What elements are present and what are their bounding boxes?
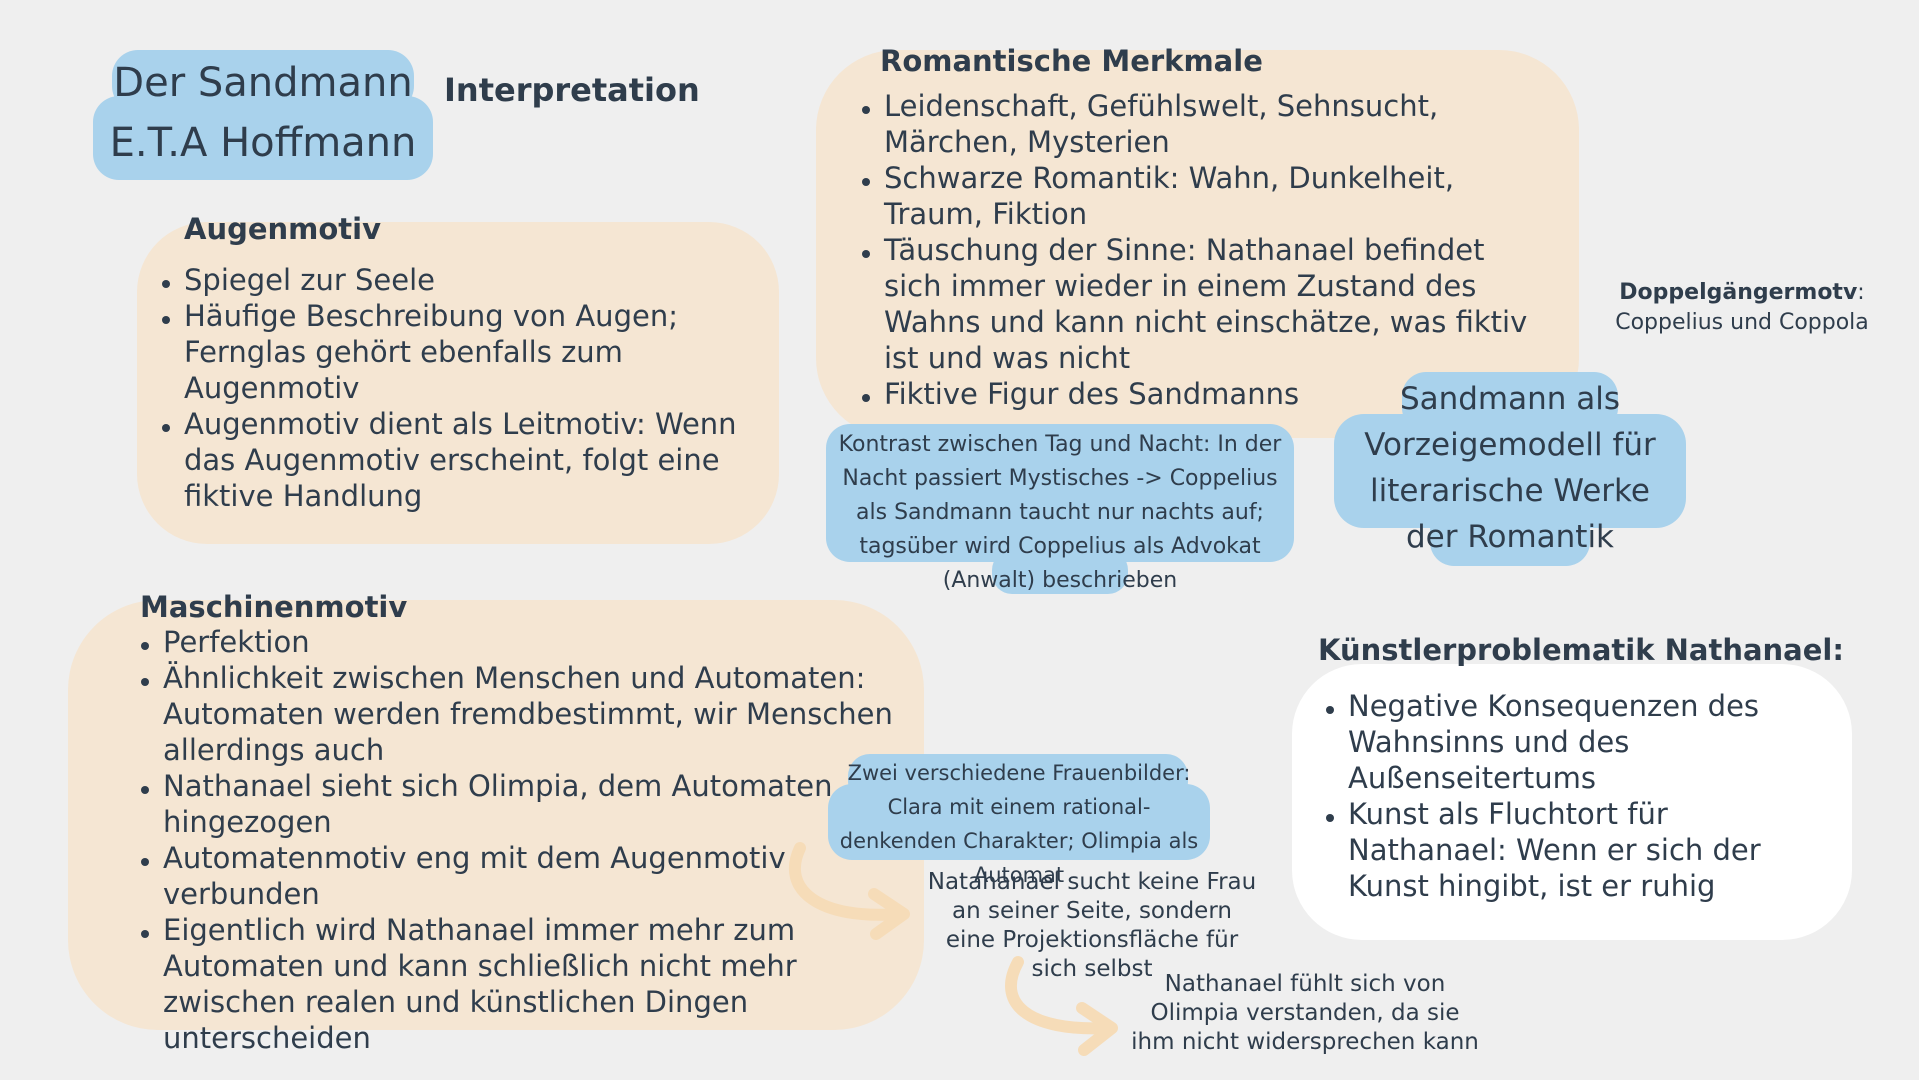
list-item: Negative Konsequenzen des Wahnsinns und … bbox=[1322, 688, 1832, 796]
arrow-1-icon bbox=[789, 842, 910, 940]
list-item: Perfektion bbox=[137, 624, 897, 660]
romantik-heading: Romantische Merkmale bbox=[880, 44, 1263, 78]
list-item: Leidenschaft, Gefühlswelt, Sehnsucht, Mä… bbox=[858, 88, 1548, 160]
augenmotiv-card bbox=[137, 222, 779, 544]
list-item: Nathanael sieht sich Olimpia, dem Automa… bbox=[137, 768, 897, 840]
kuenstler-heading: Künstlerproblematik Nathanael: bbox=[1318, 633, 1844, 667]
list-item: Ähnlichkeit zwischen Menschen und Automa… bbox=[137, 660, 897, 768]
augenmotiv-list: Spiegel zur Seele Häufige Beschreibung v… bbox=[158, 262, 778, 514]
doppelgaenger-label: Doppelgängermotv bbox=[1619, 280, 1858, 305]
list-item: Eigentlich wird Nathanael immer mehr zum… bbox=[137, 912, 897, 1056]
doppelgaenger-text: Coppelius und Coppola bbox=[1615, 310, 1869, 335]
list-item: Schwarze Romantik: Wahn, Dunkelheit, Tra… bbox=[858, 160, 1548, 232]
projektion-text: Natahanael sucht keine Frau an seiner Se… bbox=[927, 869, 1257, 982]
kontrast-text: Kontrast zwischen Tag und Nacht: In der … bbox=[838, 432, 1282, 593]
romantik-list: Leidenschaft, Gefühlswelt, Sehnsucht, Mä… bbox=[858, 88, 1548, 412]
frauenbilder-text: Zwei verschiedene Frauenbilder: Clara mi… bbox=[839, 761, 1199, 887]
kontrast-box-tail bbox=[992, 550, 1128, 594]
kuenstler-list: Negative Konsequenzen des Wahnsinns und … bbox=[1322, 688, 1832, 904]
vorzeige-text: Sandmann als Vorzeigemodell für literari… bbox=[1364, 381, 1656, 555]
list-item: Augenmotiv dient als Leitmotiv: Wenn das… bbox=[158, 406, 778, 514]
kontrast-box bbox=[826, 424, 1294, 562]
maschinenmotiv-heading: Maschinenmotiv bbox=[140, 590, 408, 624]
maschinenmotiv-card bbox=[68, 600, 924, 1030]
kuenstler-card bbox=[1292, 664, 1852, 940]
augenmotiv-heading: Augenmotiv bbox=[184, 212, 382, 246]
list-item: Automatenmotiv eng mit dem Augenmotiv ve… bbox=[137, 840, 897, 912]
doppelgaenger-note: Doppelgängermotv: Coppelius und Coppola bbox=[1612, 278, 1872, 338]
title-line-2: E.T.A Hoffmann bbox=[109, 120, 417, 166]
subtitle: Interpretation bbox=[444, 71, 700, 109]
vorzeige-box-bottom bbox=[1430, 506, 1590, 566]
doppelgaenger-colon: : bbox=[1857, 280, 1865, 305]
arrow-2-icon bbox=[1005, 956, 1118, 1056]
list-item: Spiegel zur Seele bbox=[158, 262, 778, 298]
maschinenmotiv-list: Perfektion Ähnlichkeit zwischen Menschen… bbox=[137, 624, 897, 1056]
frauenbilder-box bbox=[828, 784, 1210, 860]
list-item: Kunst als Fluchtort für Nathanael: Wenn … bbox=[1322, 796, 1832, 904]
title-line-1: Der Sandmann bbox=[113, 60, 413, 106]
title-box bbox=[93, 96, 433, 180]
list-item: Täuschung der Sinne: Nathanael befindet … bbox=[858, 232, 1548, 376]
list-item: Häufige Beschreibung von Augen; Fernglas… bbox=[158, 298, 778, 406]
verstanden-text: Nathanael fühlt sich von Olimpia verstan… bbox=[1131, 971, 1479, 1055]
list-item: Fiktive Figur des Sandmanns bbox=[858, 376, 1548, 412]
